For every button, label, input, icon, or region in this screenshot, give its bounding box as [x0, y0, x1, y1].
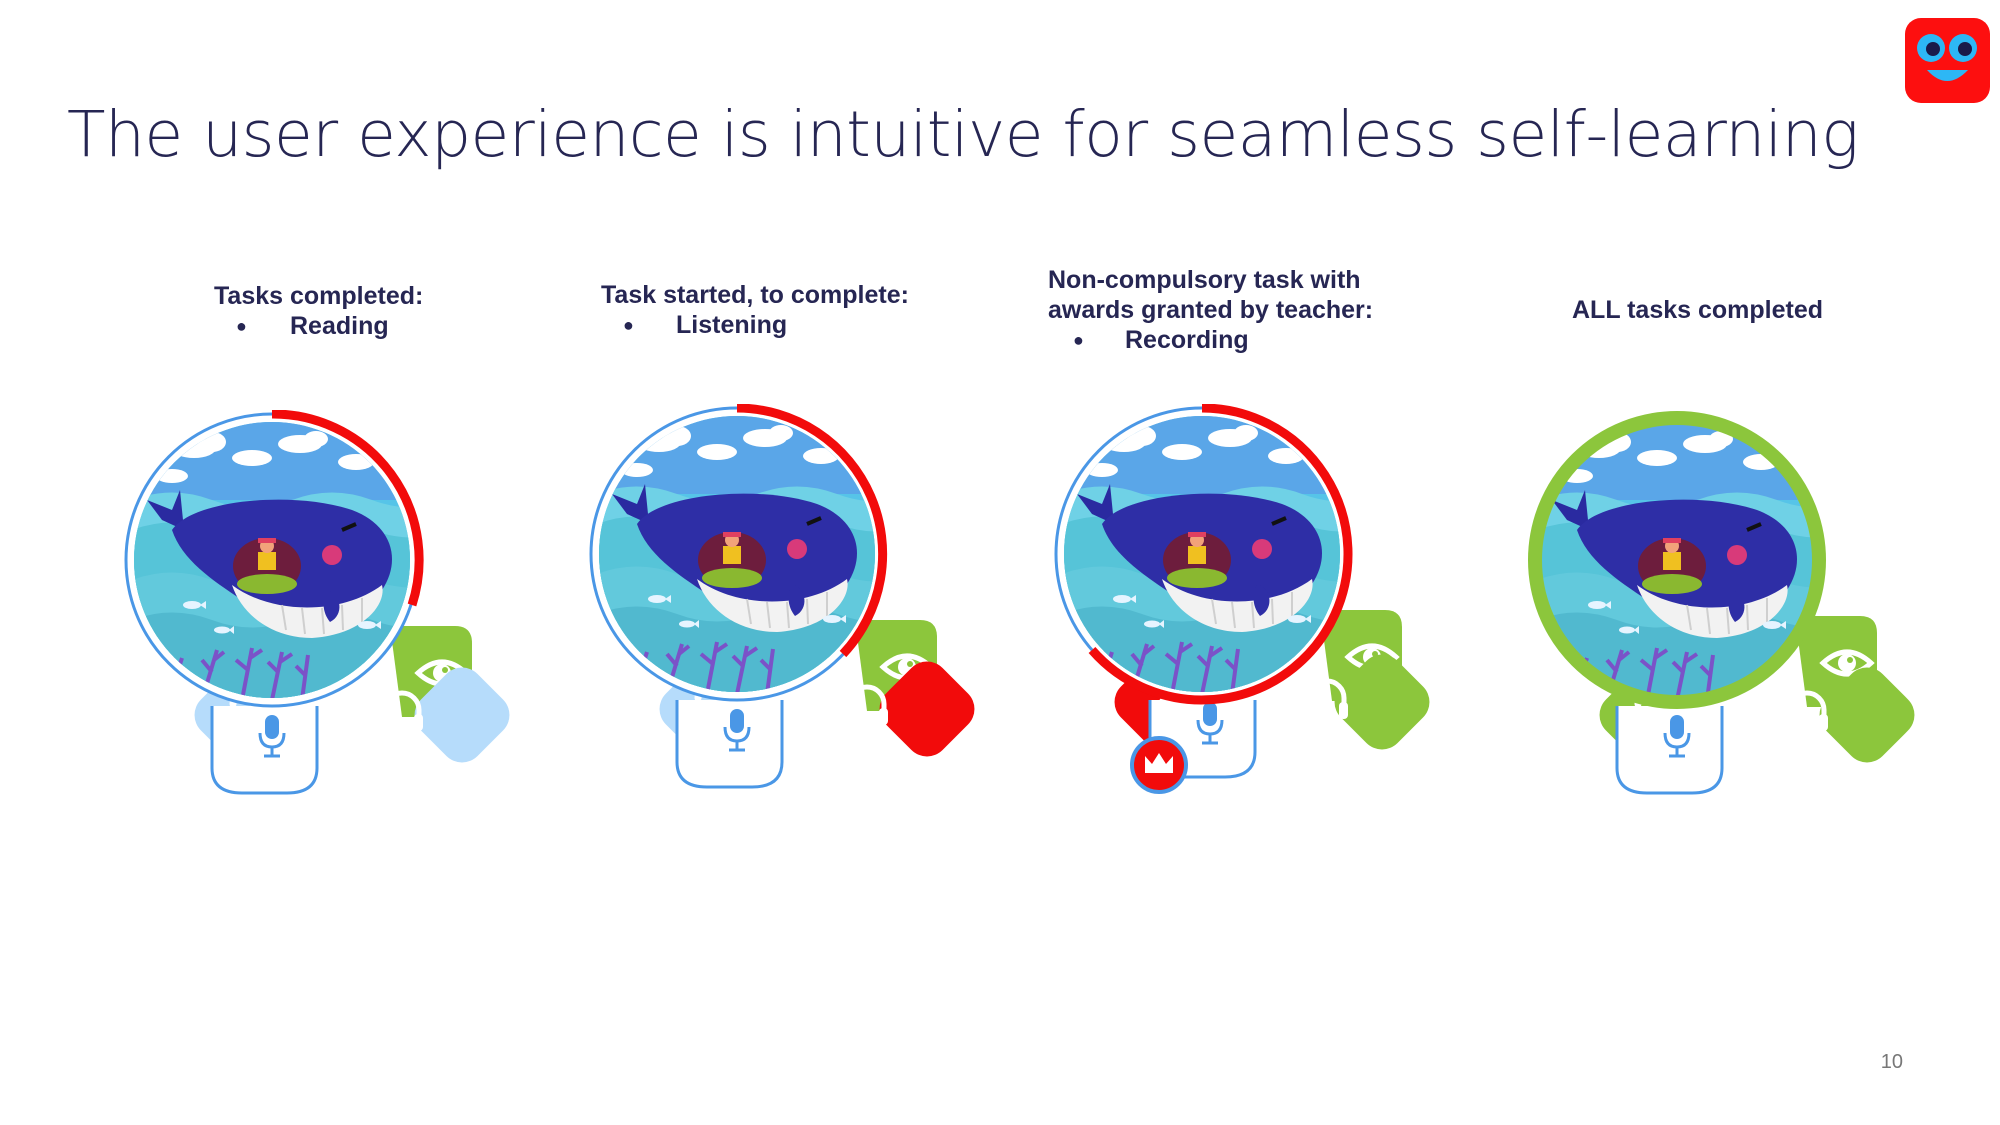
listening-task-tile[interactable] [870, 652, 975, 765]
caption-heading: Tasks completed: [214, 282, 424, 310]
caption-bullet: ● Reading [214, 311, 423, 341]
caption-heading: ALL tasks completed [1572, 296, 1824, 324]
progress-ring [1528, 411, 1826, 709]
progress-ring [736, 404, 888, 658]
recording-task-tile[interactable] [210, 706, 319, 795]
caption-task-started: Task started, to complete: ● Listening [601, 280, 909, 340]
listening-task-tile[interactable] [1810, 658, 1915, 771]
listening-task-tile[interactable] [405, 658, 510, 771]
bullet-text: Listening [676, 311, 788, 339]
caption-bullet: ● Recording [1048, 325, 1373, 355]
caption-all-completed: ALL tasks completed [1572, 295, 1823, 325]
caption-heading-line-1: Non-compulsory task with [1048, 266, 1361, 294]
slide-title: The user experience is intuitive for sea… [67, 98, 1859, 171]
bullet-text: Recording [1125, 326, 1249, 354]
progress-ring [1088, 404, 1353, 705]
bullet-dot: ● [236, 316, 247, 336]
progress-ring [271, 410, 424, 607]
page-number: 10 [1880, 1051, 1903, 1073]
award-badge[interactable] [1130, 736, 1188, 794]
caption-tasks-completed: Tasks completed: ● Reading [214, 281, 423, 341]
crown-icon [1145, 753, 1173, 773]
bullet-dot: ● [1073, 330, 1084, 350]
task-widget-recording-award[interactable] [1020, 404, 1440, 794]
listening-task-tile[interactable] [1325, 645, 1438, 758]
task-widget-all-completed[interactable] [1495, 410, 1915, 800]
caption-bullet: ● Listening [601, 310, 909, 340]
smiley-glasses-logo-icon[interactable] [1905, 18, 1990, 103]
bullet-text: Reading [290, 312, 389, 340]
recording-task-tile[interactable] [675, 700, 784, 789]
recording-task-tile[interactable] [1615, 706, 1724, 795]
bullet-dot: ● [623, 315, 634, 335]
task-widget-reading-done[interactable] [90, 410, 510, 800]
headphones-icon [1306, 681, 1348, 719]
caption-heading: Task started, to complete: [601, 281, 909, 309]
caption-non-compulsory: Non-compulsory task with awards granted … [1048, 265, 1373, 355]
caption-heading-line-2: awards granted by teacher: [1048, 296, 1374, 324]
task-widget-listening-started[interactable] [555, 404, 975, 794]
